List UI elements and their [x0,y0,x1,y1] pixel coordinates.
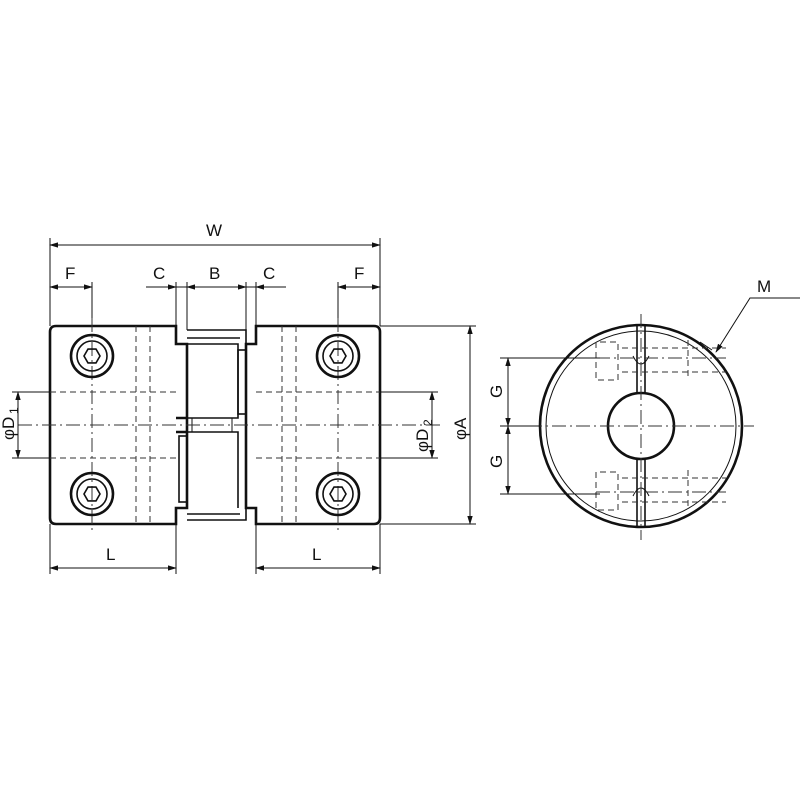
clamp-screw-bottom-hidden [595,470,726,511]
end-dimensions [500,297,800,495]
svg-text:φD: φD [413,429,432,452]
label-phiD1: φD 1 [0,407,21,440]
hidden-lines [50,326,380,524]
label-F-left: F [65,264,75,283]
label-G-bottom: G [487,455,506,468]
svg-text:φD: φD [0,417,18,440]
label-W: W [206,221,222,240]
slit-top [636,326,646,393]
clamp-screw-top-hidden [595,340,726,381]
label-C-left: C [153,264,165,283]
label-C-right: C [263,264,275,283]
label-M: M [757,277,771,296]
end-labels: G G M [487,277,771,468]
side-dimensions [12,238,476,574]
label-phiA: φA [451,417,470,440]
label-phiD2: φD 2 [413,419,435,452]
end-view [528,314,754,540]
label-L-right: L [312,545,321,564]
side-view [18,318,440,534]
label-B: B [209,264,220,283]
svg-text:2: 2 [421,419,435,426]
bore-circle [606,391,676,461]
left-hub-outline [48,324,189,526]
side-labels: W F C B C F L L φD 1 φD 2 φA [0,221,470,564]
label-G-top: G [487,385,506,398]
label-L-left: L [106,545,115,564]
right-hub-outline [244,324,382,526]
svg-text:φA: φA [451,417,470,440]
label-F-right: F [354,264,364,283]
svg-text:1: 1 [7,407,21,414]
